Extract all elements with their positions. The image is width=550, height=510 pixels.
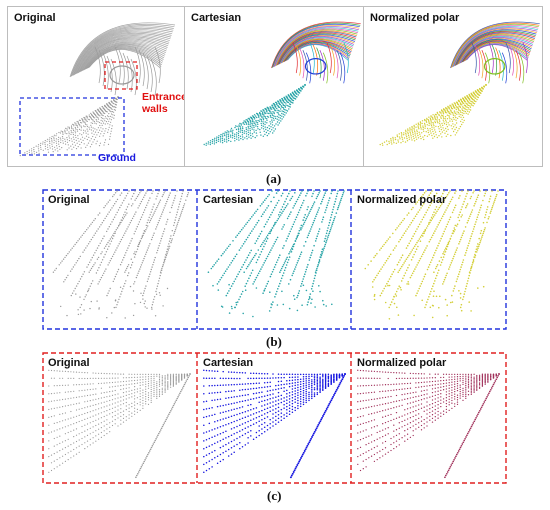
b-plots [42,189,507,330]
b-cartesian-points [207,190,345,318]
b-original-points [52,190,190,319]
entrance-walls-label: Entrance walls [142,91,185,115]
c-outer-box [42,352,507,484]
a-normalized-scene [450,21,540,84]
a-cartesian-plot [203,21,361,146]
caption-a: (a) [266,171,282,186]
a-cartesian-title: Cartesian [191,12,242,24]
panel-b: Original Cartesian Normalized polar [42,189,507,330]
panel-c: Original Cartesian Normalized polar [42,352,507,484]
a-original-title: Original [14,12,56,24]
b-outer-box [42,189,507,330]
ground-box [19,97,125,156]
c-plots [42,352,507,484]
a-normalized-ground-points [379,84,487,146]
a-original-plot [19,22,176,157]
panel-a-normalized: Normalized polar [364,6,543,167]
b-normalized-points [364,190,499,320]
a-cartesian-ground-points [203,84,306,146]
c-normalized-points [357,369,500,479]
c-normalized-title: Normalized polar [357,357,447,369]
c-original-points [48,369,191,479]
a-normalized-plot [379,21,540,146]
a-original-ground-points [19,96,119,157]
a-original-scene [69,22,176,96]
b-normalized-title: Normalized polar [357,194,447,206]
b-cartesian-title: Cartesian [203,194,254,206]
a-normalized-title: Normalized polar [370,12,460,24]
c-cartesian-points [203,369,346,479]
caption-c: (c) [267,488,282,503]
panel-a-original: Original Entrance walls Ground [7,6,185,167]
ground-label: Ground [98,152,136,164]
c-original-title: Original [48,357,90,369]
b-original-title: Original [48,194,90,206]
a-cartesian-scene [271,21,361,84]
caption-b: (b) [266,334,282,349]
entrance-walls-box [104,61,138,90]
c-cartesian-title: Cartesian [203,357,254,369]
panel-a-cartesian: Cartesian [185,6,364,167]
